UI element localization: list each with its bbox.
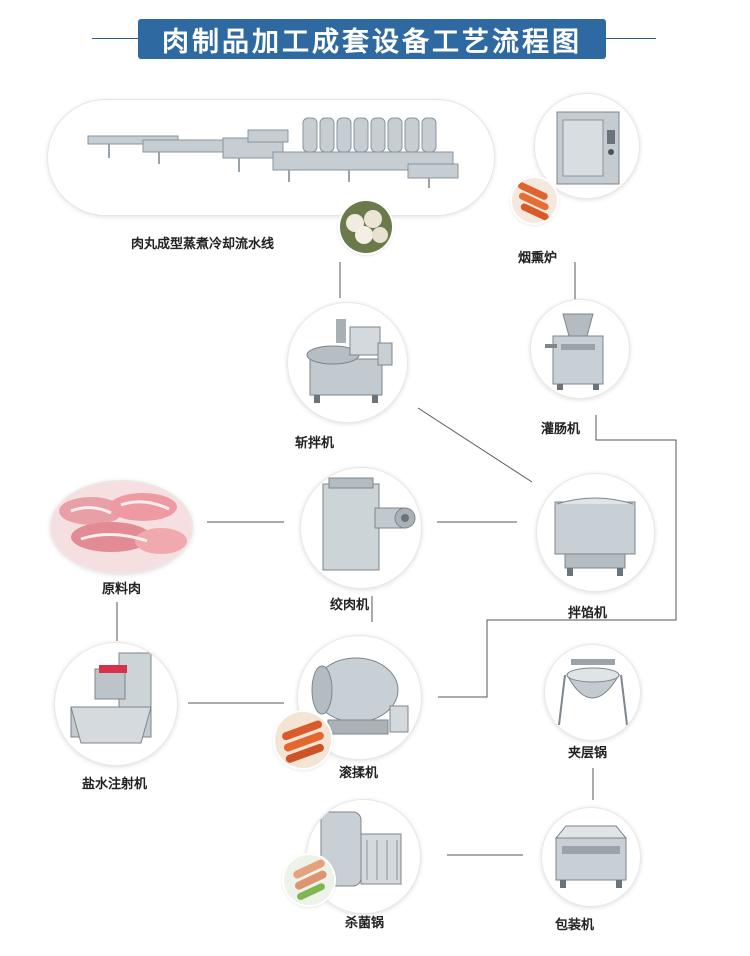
label-chopper: 斩拌机 bbox=[295, 436, 335, 451]
smokehouse-icon bbox=[556, 111, 620, 185]
label-injector: 盐水注射机 bbox=[82, 777, 148, 792]
node-smokehouse bbox=[535, 94, 639, 198]
node-chopper bbox=[288, 303, 407, 422]
jacketed-kettle-icon bbox=[558, 659, 628, 726]
title-banner: 肉制品加工成套设备工艺流程图 bbox=[138, 19, 606, 59]
label-mixer: 拌馅机 bbox=[568, 606, 608, 621]
title-rule-right bbox=[606, 38, 656, 39]
production-line-icon bbox=[87, 117, 459, 188]
node-tumbler bbox=[298, 636, 421, 759]
stuffing-mixer-icon bbox=[554, 497, 636, 576]
label-tumbler: 滚揉机 bbox=[339, 766, 379, 781]
node-filler bbox=[531, 300, 629, 398]
label-sterilizer: 杀菌锅 bbox=[345, 916, 385, 931]
label-grinder: 绞肉机 bbox=[330, 598, 370, 613]
label-filler: 灌肠机 bbox=[541, 422, 581, 437]
node-grinder bbox=[301, 468, 421, 588]
label-kettle: 夹层锅 bbox=[568, 746, 608, 761]
node-meatball-line bbox=[48, 100, 494, 215]
label-smokehouse: 烟熏炉 bbox=[518, 251, 558, 266]
raw-meat-icon bbox=[51, 481, 192, 573]
node-mixer bbox=[537, 474, 654, 591]
meat-grinder-icon bbox=[322, 477, 416, 571]
label-meatball-line: 肉丸成型蒸煮冷却流水线 bbox=[131, 237, 275, 252]
vacuum-tumbler-icon bbox=[311, 657, 409, 735]
packaged-food-photo bbox=[284, 855, 334, 905]
connector-filler-mixer bbox=[438, 415, 677, 698]
meatball-photo bbox=[340, 201, 392, 253]
page-title: 肉制品加工成套设备工艺流程图 bbox=[162, 26, 582, 58]
connector-chopper-mixer bbox=[417, 407, 533, 483]
node-injector bbox=[55, 643, 177, 765]
node-kettle bbox=[545, 645, 640, 740]
sausage-filler-icon bbox=[545, 313, 604, 390]
title-rule-left bbox=[92, 38, 138, 39]
node-packer bbox=[542, 808, 640, 906]
label-raw-meat: 原料肉 bbox=[102, 582, 142, 597]
node-raw-meat bbox=[51, 481, 192, 573]
bowl-chopper-icon bbox=[306, 319, 393, 403]
sausage-photo bbox=[512, 178, 557, 223]
label-packer: 包装机 bbox=[555, 918, 595, 933]
vacuum-packer-icon bbox=[554, 825, 628, 888]
brine-injector-icon bbox=[70, 652, 152, 744]
marinated-meat-photo bbox=[275, 712, 331, 768]
